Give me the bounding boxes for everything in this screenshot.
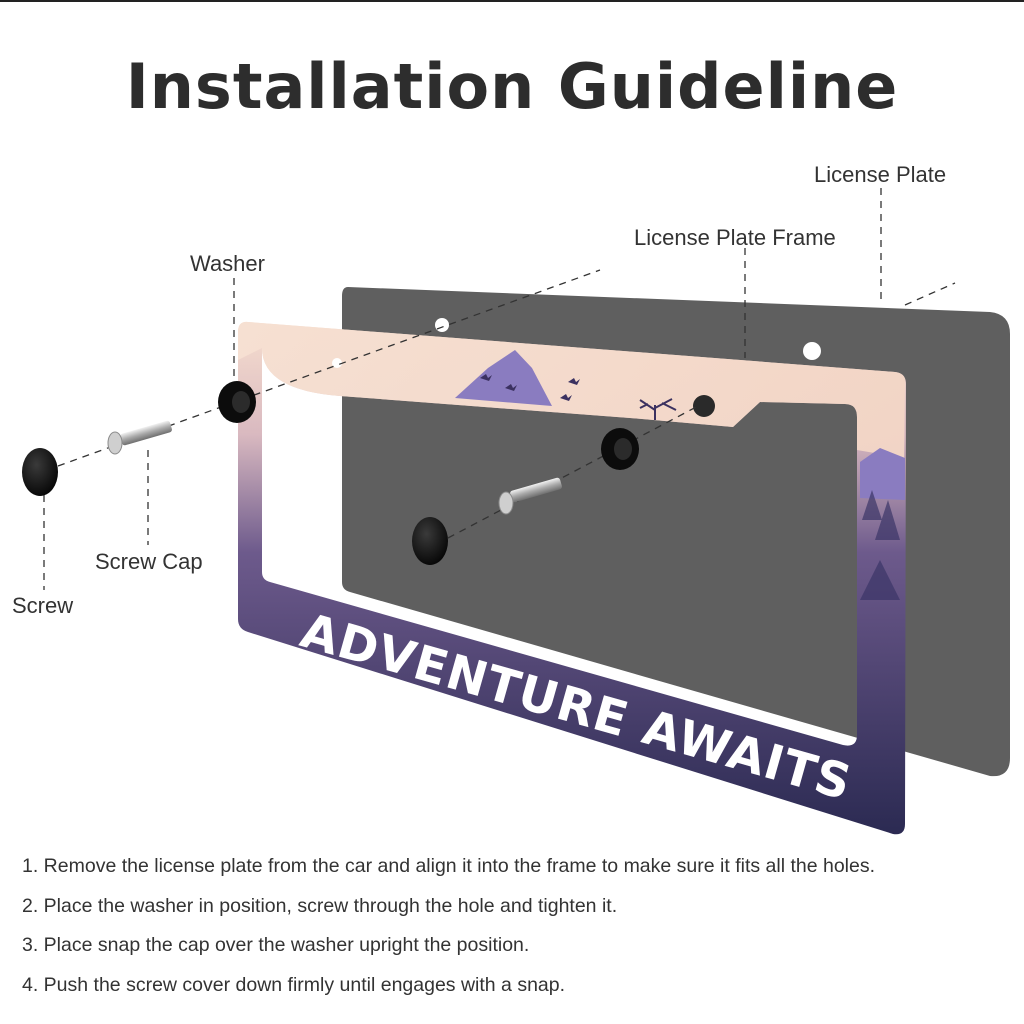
plate-hole-top-left [435, 318, 449, 332]
frame-mountain-right [860, 448, 905, 500]
top-border [0, 0, 1024, 2]
frame-sky-band [238, 321, 906, 458]
label-screw-cap: Screw Cap [95, 549, 203, 574]
screw-cap-icon-right [412, 517, 448, 565]
label-screw: Screw [12, 593, 74, 618]
label-washer: Washer [190, 251, 265, 276]
frame-hole-left [332, 358, 342, 368]
instruction-steps: 1. Remove the license plate from the car… [22, 852, 1012, 1010]
screw-cap-icon [22, 448, 58, 496]
step-3: 3. Place snap the cap over the washer up… [22, 934, 530, 956]
screw-icon-right [498, 477, 562, 515]
washer-icon [218, 381, 256, 423]
frame-hole-right [693, 395, 715, 417]
plate-hole-top-right [803, 342, 821, 360]
screw-icon [107, 420, 172, 455]
license-plate [342, 287, 1010, 777]
label-license-plate: License Plate [814, 162, 947, 187]
washer-icon-right [601, 428, 639, 470]
frame-forest [860, 490, 900, 600]
page-title: Installation Guideline [125, 50, 899, 123]
label-license-plate-frame: License Plate Frame [634, 225, 836, 250]
step-2: 2. Place the washer in position, screw t… [22, 894, 618, 917]
frame-tree [639, 398, 677, 420]
frame-birds [480, 374, 580, 401]
step-4: 4. Push the screw cover down firmly unti… [22, 973, 566, 996]
frame-mountain [455, 350, 552, 406]
step-1: 1. Remove the license plate from the car… [22, 855, 876, 877]
